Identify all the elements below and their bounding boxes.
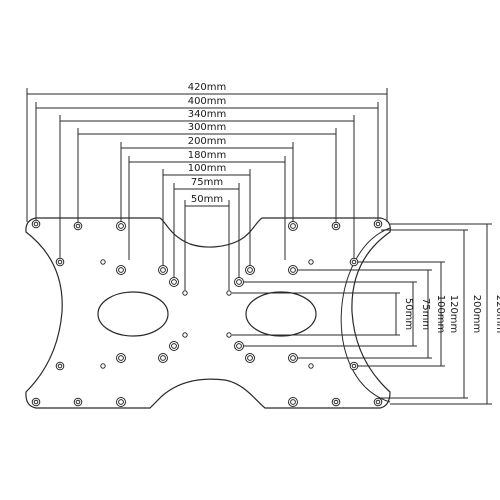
- mounting-hole-inner: [290, 267, 296, 273]
- dim-label-100: 100mm: [188, 163, 227, 174]
- mounting-hole-inner: [75, 223, 81, 229]
- mounting-hole: [100, 363, 106, 369]
- mounting-hole-inner: [118, 399, 124, 405]
- side-dim-label-200: 200mm: [471, 295, 482, 334]
- mounting-hole-inner: [118, 267, 124, 273]
- mounting-hole-inner: [160, 267, 166, 273]
- side-arc: [340, 227, 391, 403]
- dim-label-400: 400mm: [188, 96, 227, 107]
- top-dimension-lines: [26, 88, 388, 290]
- mounting-hole: [308, 259, 314, 265]
- side-dim-label-100: 100mm: [435, 295, 446, 334]
- side-dimension-lines: [232, 223, 492, 405]
- dim-label-50: 50mm: [191, 194, 223, 205]
- mounting-hole-inner: [160, 355, 166, 361]
- mounting-hole-inner: [33, 221, 39, 227]
- right-oval-cutout: [245, 291, 317, 337]
- mounting-hole-inner: [351, 363, 357, 369]
- side-dim-label-50: 50mm: [403, 298, 414, 330]
- mounting-hole-inner: [247, 267, 253, 273]
- mounting-hole-inner: [236, 343, 242, 349]
- mounting-hole-inner: [75, 399, 81, 405]
- mounting-holes: [31, 219, 383, 407]
- dim-label-200: 200mm: [188, 136, 227, 147]
- mounting-hole-inner: [333, 399, 339, 405]
- mounting-hole: [182, 290, 188, 296]
- dim-label-180: 180mm: [188, 150, 227, 161]
- mounting-hole-inner: [171, 343, 177, 349]
- dim-label-420: 420mm: [188, 82, 227, 93]
- mounting-hole-inner: [247, 355, 253, 361]
- mounting-hole: [182, 332, 188, 338]
- mounting-hole-inner: [33, 399, 39, 405]
- mounting-hole-inner: [333, 223, 339, 229]
- side-dim-label-220: 220mm: [494, 295, 500, 334]
- mounting-hole-inner: [57, 363, 63, 369]
- mounting-hole-inner: [290, 399, 296, 405]
- dim-label-300: 300mm: [188, 122, 227, 133]
- mounting-hole-inner: [375, 221, 381, 227]
- mounting-hole-inner: [118, 355, 124, 361]
- mounting-hole-inner: [351, 259, 357, 265]
- mounting-hole-inner: [118, 223, 124, 229]
- mounting-hole-inner: [290, 355, 296, 361]
- mounting-hole: [226, 290, 232, 296]
- mounting-hole-inner: [236, 279, 242, 285]
- mounting-hole-inner: [290, 223, 296, 229]
- mounting-hole: [226, 332, 232, 338]
- mounting-hole-inner: [375, 399, 381, 405]
- mounting-hole: [100, 259, 106, 265]
- mounting-hole: [308, 363, 314, 369]
- mounting-hole-inner: [57, 259, 63, 265]
- dim-label-75: 75mm: [191, 177, 223, 188]
- mounting-plate-outline: [25, 217, 391, 409]
- left-oval-cutout: [97, 291, 169, 337]
- side-dim-label-75: 75mm: [420, 298, 431, 330]
- dim-label-340: 340mm: [188, 109, 227, 120]
- side-dim-label-120: 120mm: [448, 295, 459, 334]
- mounting-hole-inner: [171, 279, 177, 285]
